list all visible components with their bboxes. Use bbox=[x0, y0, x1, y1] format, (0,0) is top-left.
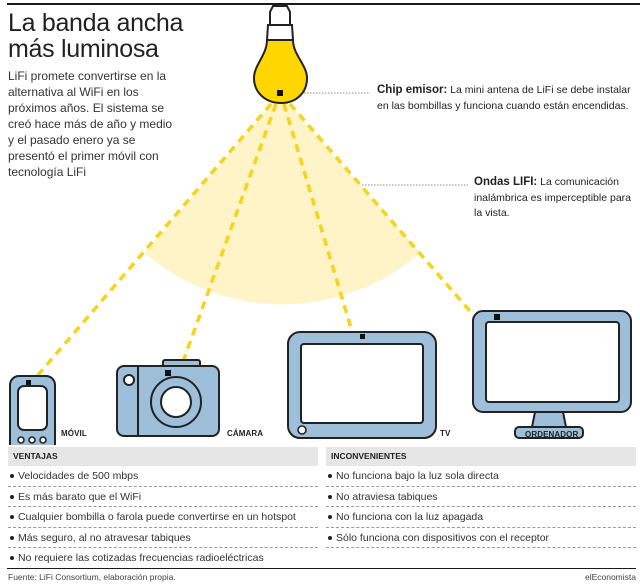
chip-emitter-callout: Chip emisor: La mini antena de LiFi se d… bbox=[377, 83, 637, 114]
list-item-empty bbox=[326, 548, 636, 569]
computer-chip-icon bbox=[494, 314, 500, 320]
source-note: Fuente: LiFi Consortium, elaboración pro… bbox=[8, 572, 176, 582]
tv-chip-icon bbox=[360, 334, 365, 339]
advantages-list: Velocidades de 500 mbps Es más barato qu… bbox=[8, 466, 318, 569]
list-item: No atraviesa tabiques bbox=[326, 487, 636, 507]
list-item: No funciona con la luz apagada bbox=[326, 507, 636, 528]
intro-text: LiFi promete convertirse en la alternati… bbox=[8, 69, 173, 179]
list-item: Sólo funciona con dispositivos con el re… bbox=[326, 528, 636, 548]
lifi-waves-callout: Ondas LIFI: La comunicación inalámbrica … bbox=[474, 175, 634, 222]
phone-chip-icon bbox=[26, 380, 31, 385]
camera-chip-icon bbox=[165, 370, 171, 376]
top-rule bbox=[7, 3, 640, 5]
phone-icon bbox=[9, 375, 56, 445]
lifi-waves-label: Ondas LIFI: bbox=[474, 176, 538, 188]
phone-label: MÓVIL bbox=[61, 429, 87, 438]
advantages-column: VENTAJAS Velocidades de 500 mbps Es más … bbox=[8, 447, 318, 569]
ray-phone bbox=[30, 102, 273, 384]
disadvantages-column: INCONVENIENTES No funciona bajo la luz s… bbox=[326, 447, 636, 569]
lifi-rays bbox=[30, 102, 498, 399]
disadvantages-header: INCONVENIENTES bbox=[326, 447, 636, 466]
computer-label: ORDENADOR bbox=[525, 430, 579, 439]
lifi-illustration bbox=[9, 5, 632, 445]
tv-icon bbox=[287, 331, 437, 439]
title-line-2: más luminosa bbox=[8, 35, 159, 63]
chip-emitter-icon bbox=[277, 90, 283, 96]
list-item: Es más barato que el WiFi bbox=[8, 487, 318, 507]
ray-camera bbox=[168, 103, 278, 399]
light-cone bbox=[145, 95, 420, 305]
chip-emitter-label: Chip emisor: bbox=[377, 84, 448, 96]
camera-icon bbox=[116, 359, 220, 437]
lifi-waves-text: La comunicación inalámbrica es impercept… bbox=[474, 176, 631, 219]
list-item: Cualquier bombilla o farola puede conver… bbox=[8, 507, 318, 528]
list-item: No requiere las cotizadas frecuencias ra… bbox=[8, 548, 318, 569]
light-bulb-icon bbox=[252, 5, 309, 105]
publisher-brand: elEconomista bbox=[584, 572, 636, 582]
computer-icon bbox=[472, 310, 632, 439]
title-line-1: La banda ancha bbox=[8, 9, 184, 37]
bottom-rule bbox=[7, 568, 636, 569]
list-item: Velocidades de 500 mbps bbox=[8, 466, 318, 487]
ray-computer bbox=[288, 102, 498, 343]
chip-emitter-text: La mini antena de LiFi se debe instalar … bbox=[377, 84, 631, 112]
disadvantages-list: No funciona bajo la luz sola directa No … bbox=[326, 466, 636, 569]
ray-tv bbox=[282, 103, 365, 369]
list-item: No funciona bajo la luz sola directa bbox=[326, 466, 636, 487]
tv-label: TV bbox=[440, 429, 451, 438]
advantages-header: VENTAJAS bbox=[8, 447, 318, 466]
camera-label: CÁMARA bbox=[227, 429, 264, 438]
list-item: Más seguro, al no atravesar tabiques bbox=[8, 528, 318, 548]
page-title: La banda ancha más luminosa bbox=[8, 10, 183, 62]
